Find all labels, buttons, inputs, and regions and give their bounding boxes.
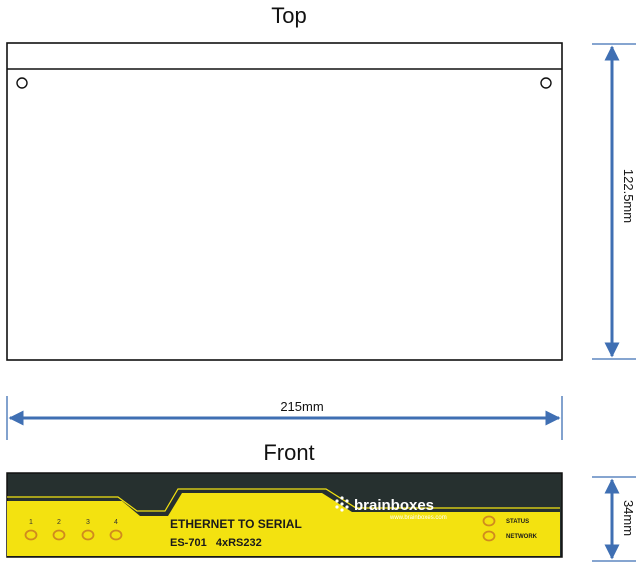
port-number-4: 4 <box>114 519 118 526</box>
port-led-1 <box>24 529 38 541</box>
front-view-title: Front <box>263 440 314 465</box>
mounting-hole-left <box>16 77 28 89</box>
dimension-height-front-label: 34mm <box>621 500 636 536</box>
mounting-hole-right <box>540 77 552 89</box>
port-number-2: 2 <box>57 519 61 526</box>
front-panel-trim <box>7 488 560 512</box>
brand-name: brainboxes <box>354 497 434 514</box>
port-number-1: 1 <box>29 519 33 526</box>
top-view-title: Top <box>271 3 306 28</box>
port-led-4 <box>109 529 123 541</box>
brand-url: www.brainboxes.com <box>389 515 447 521</box>
dimension-width: 215mm <box>6 396 563 440</box>
port-led-2 <box>52 529 66 541</box>
brainboxes-logo: brainboxes <box>335 496 434 514</box>
network-led <box>482 530 496 542</box>
front-panel: 1 2 3 4 ETHERNET TO SERIAL ES-701 4xRS23… <box>6 472 563 558</box>
product-model-label: ES-701 4xRS232 <box>170 537 262 549</box>
top-view-box <box>6 42 563 361</box>
dimension-height-front: 34mm <box>592 476 636 562</box>
dimension-height-top: 122.5mm <box>592 43 636 360</box>
front-panel-yellow-face <box>7 493 560 556</box>
status-label: STATUS <box>506 519 529 525</box>
dimension-height-top-label: 122.5mm <box>621 169 636 223</box>
status-led <box>482 515 496 527</box>
network-label: NETWORK <box>506 534 538 540</box>
port-number-3: 3 <box>86 519 90 526</box>
product-name-label: ETHERNET TO SERIAL <box>170 517 302 531</box>
dimension-width-label: 215mm <box>280 399 323 414</box>
port-led-3 <box>81 529 95 541</box>
